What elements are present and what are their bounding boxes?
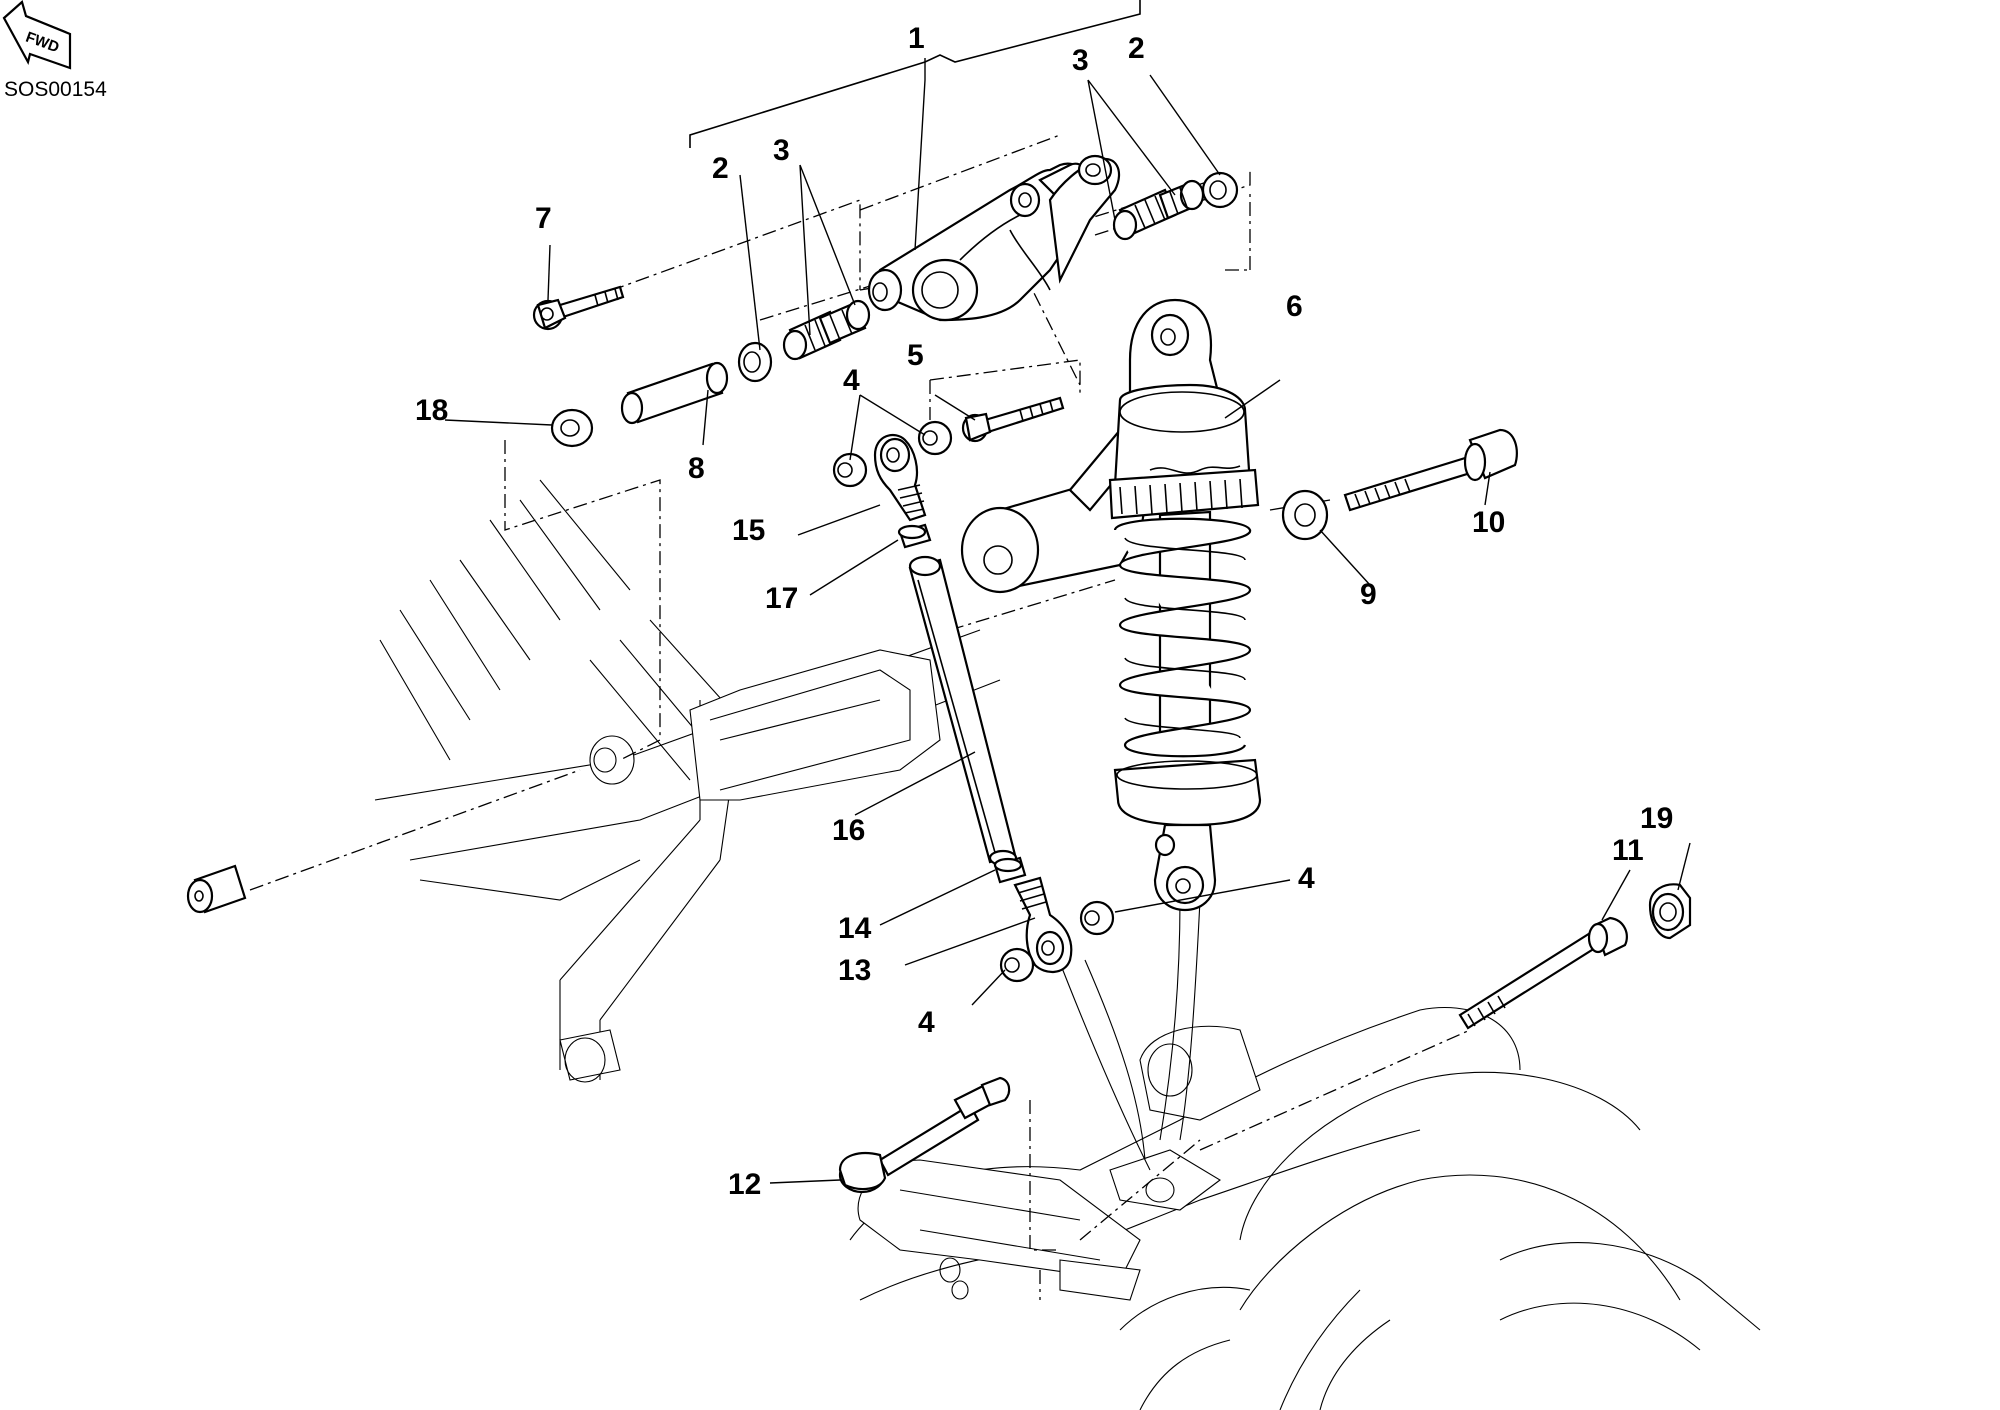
callout-1: 1 (908, 22, 925, 55)
callout-7: 7 (535, 202, 552, 235)
washer-9 (1281, 489, 1329, 541)
leader-lines (444, 58, 1691, 1184)
callout-4-bottom: 4 (918, 1006, 935, 1039)
callout-5: 5 (907, 339, 924, 372)
bolt-12 (838, 1076, 1011, 1194)
needle-bearing-right (1112, 179, 1205, 241)
callout-2-right: 2 (1128, 32, 1145, 65)
callout-17: 17 (765, 582, 798, 615)
bushing-4-bottom (999, 947, 1035, 983)
fwd-arrow-icon: FWD (2, 0, 72, 70)
callout-4-top: 4 (843, 364, 860, 397)
callout-18: 18 (415, 394, 448, 427)
callout-3-left: 3 (773, 134, 790, 167)
frame-outline (374, 479, 1761, 1410)
washer-18 (550, 408, 594, 448)
callout-19: 19 (1640, 802, 1673, 835)
callout-16: 16 (832, 814, 865, 847)
rocker-link (867, 154, 1121, 322)
callout-3-right: 3 (1072, 44, 1089, 77)
bolt-7 (532, 285, 625, 331)
bushing-4-top-left (832, 452, 868, 488)
washer-left (737, 341, 773, 383)
callout-11: 11 (1612, 834, 1644, 867)
cap (186, 864, 247, 914)
nut-14 (993, 856, 1027, 884)
bolt-11 (1458, 916, 1628, 1030)
callout-9: 9 (1360, 578, 1377, 611)
bolt-5 (961, 396, 1065, 443)
callout-8: 8 (688, 452, 705, 485)
bushing-4-mid (1079, 900, 1115, 936)
callout-15: 15 (732, 514, 765, 547)
callout-labels: 1 2 2 3 3 4 4 4 5 6 7 8 9 10 11 12 13 14… (415, 22, 1673, 1201)
adjuster-rod-16 (908, 555, 1018, 867)
bolt-10 (1343, 428, 1518, 512)
callout-4-mid: 4 (1298, 862, 1315, 895)
rod-end-13 (1013, 876, 1073, 973)
washer-right (1201, 171, 1239, 209)
nut-19 (1648, 883, 1692, 940)
callout-10: 10 (1472, 506, 1505, 539)
drawing-code: SOS00154 (4, 78, 107, 101)
callout-12: 12 (728, 1168, 761, 1201)
shock-absorber-6 (960, 298, 1262, 912)
nut-17 (897, 523, 932, 549)
rod-end-15 (873, 433, 927, 522)
callout-2-left: 2 (712, 152, 729, 185)
callout-14: 14 (838, 912, 872, 945)
callout-13: 13 (838, 954, 871, 987)
spacer-tube-8 (620, 361, 729, 425)
callout-6: 6 (1286, 290, 1303, 323)
needle-bearing-left (782, 299, 871, 361)
bracket-1 (689, 0, 1141, 148)
bushing-4-top-right (917, 420, 953, 456)
